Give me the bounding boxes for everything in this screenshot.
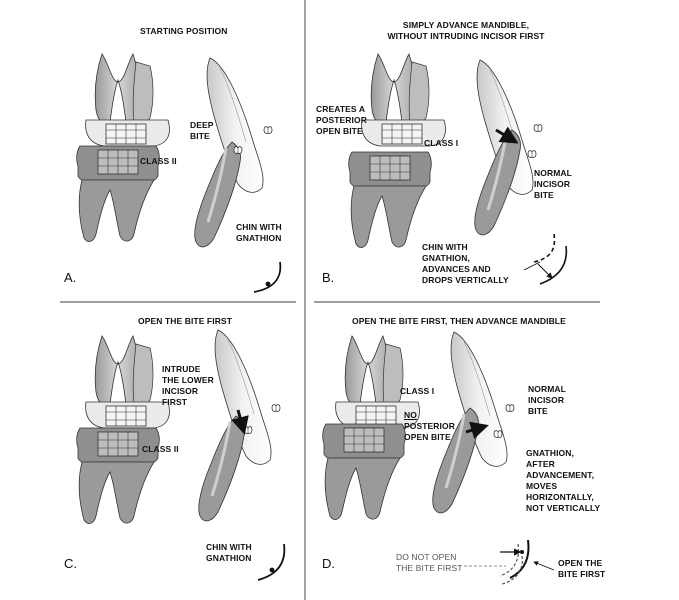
panel-b-pointer bbox=[523, 261, 541, 271]
panel-d-no-label: NO bbox=[404, 410, 417, 420]
panel-a-chin-label: CHIN WITH GNATHION bbox=[236, 222, 282, 243]
panel-c-chin-label: CHIN WITH GNATHION bbox=[206, 542, 252, 563]
panel-d-bracket-upper bbox=[505, 404, 515, 412]
panel-b-letter: B. bbox=[322, 270, 335, 285]
panel-d-pointer-right bbox=[533, 561, 555, 571]
panel-c-gnathion-dot bbox=[269, 567, 275, 573]
panel-a-gnathion-dot bbox=[265, 281, 271, 287]
panel-c-title: OPEN THE BITE FIRST bbox=[138, 316, 232, 326]
panel-a-bracket-upper bbox=[263, 126, 273, 134]
panel-d-gnathion-label: GNATHION, AFTER ADVANCEMENT, MOVES HORIZ… bbox=[526, 448, 601, 513]
panel-d-posterior-label: POSTERIOR OPEN BITE bbox=[404, 421, 455, 442]
panel-b-lower-molar bbox=[348, 151, 432, 248]
panel-d-gnathion-dot bbox=[520, 550, 524, 554]
panel-c-lower-incisor bbox=[197, 414, 247, 523]
panel-d-normal-bite-label: NORMAL INCISOR BITE bbox=[528, 384, 566, 416]
panel-a-letter: A. bbox=[64, 270, 77, 285]
panel-d-bracket-lower bbox=[493, 430, 503, 438]
panel-a-upper-molar bbox=[85, 53, 170, 147]
panel-a-class-label: CLASS II bbox=[140, 156, 177, 166]
panel-c-chin-curve bbox=[257, 543, 286, 581]
panel-b-chin-solid bbox=[539, 245, 568, 285]
panel-d-chin-dashed-2 bbox=[501, 555, 523, 585]
panel-d-do-not-label: DO NOT OPEN THE BITE FIRST bbox=[396, 552, 463, 573]
panel-c-class-label: CLASS II bbox=[142, 444, 179, 454]
panel-b-advance-arrow bbox=[495, 126, 519, 144]
panel-c-upper-molar bbox=[85, 335, 170, 429]
panel-b-drop-arrow bbox=[537, 263, 553, 279]
panel-d-class-label: CLASS I bbox=[400, 386, 435, 396]
panel-a-deep-bite-label: DEEP BITE bbox=[190, 120, 214, 141]
panel-c-bracket-upper bbox=[271, 404, 281, 412]
panel-c-intrude-label: INTRUDE THE LOWER INCISOR FIRST bbox=[162, 364, 214, 407]
panel-b-bracket-upper bbox=[533, 124, 543, 132]
panel-b-class-label: CLASS I bbox=[424, 138, 459, 148]
panel-b-chin-label: CHIN WITH GNATHION, ADVANCES AND DROPS V… bbox=[422, 242, 509, 285]
panel-c-bracket-lower bbox=[243, 426, 253, 434]
panel-c-lower-molar bbox=[76, 427, 160, 524]
panel-b-open-bite-label: CREATES A POSTERIOR OPEN BITE bbox=[316, 104, 367, 136]
panel-d-chin-solid bbox=[509, 539, 530, 579]
panel-b-normal-bite-label: NORMAL INCISOR BITE bbox=[534, 168, 572, 200]
panel-b-chin-dashed bbox=[533, 233, 556, 263]
panel-b-bracket-lower bbox=[527, 150, 537, 158]
panel-a-title: STARTING POSITION bbox=[140, 26, 228, 36]
panel-b-upper-molar bbox=[361, 53, 446, 147]
panel-c-letter: C. bbox=[64, 556, 77, 571]
panel-a-chin-curve bbox=[253, 261, 282, 293]
panel-b-title: SIMPLY ADVANCE MANDIBLE, WITHOUT INTRUDI… bbox=[387, 20, 545, 41]
panel-a-bracket-lower bbox=[233, 146, 243, 154]
panel-a-lower-incisor bbox=[193, 140, 243, 249]
panel-c-intrude-arrow bbox=[231, 409, 249, 435]
panel-d-lower-molar bbox=[322, 423, 406, 520]
panel-d-chin-dashed-1 bbox=[499, 543, 520, 577]
panel-d-advance-arrow bbox=[465, 421, 489, 439]
panel-d-title: OPEN THE BITE FIRST, THEN ADVANCE MANDIB… bbox=[352, 316, 566, 326]
panel-d-letter: D. bbox=[322, 556, 335, 571]
panel-d-open-first-label: OPEN THE BITE FIRST bbox=[558, 558, 606, 579]
